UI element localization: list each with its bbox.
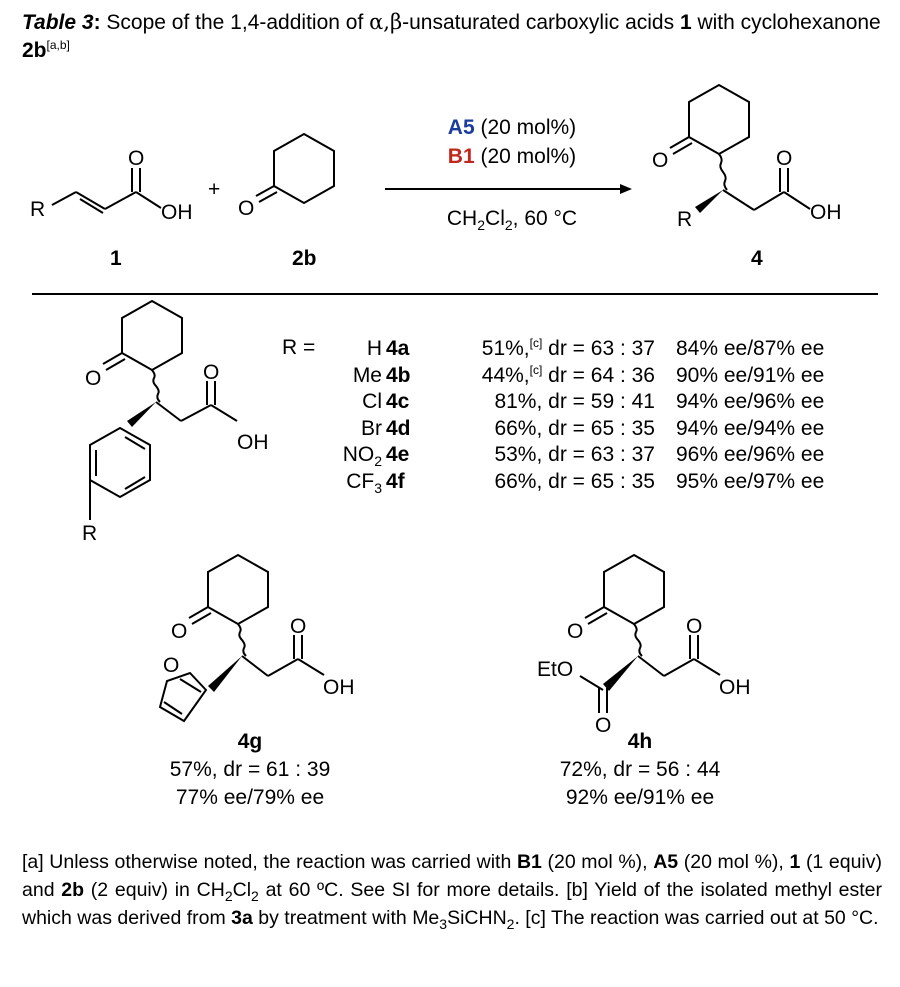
compound-label-4h: 4h [627, 730, 653, 753]
catalyst-a-line: A5 (20 mol%) [447, 116, 577, 139]
atom-oh: OH [161, 201, 193, 224]
compound-label-4: 4 [751, 247, 763, 270]
catalyst-b-line: B1 (20 mol%) [447, 145, 577, 168]
yield-dr-4h: 72%, dr = 56 : 44 [559, 758, 721, 781]
atom-eto: EtO [537, 658, 573, 681]
footnote: [a] Unless otherwise noted, the reaction… [22, 851, 883, 932]
atom-r: R [30, 198, 45, 221]
r-prefix: R = [282, 336, 316, 359]
atom-o: O [595, 714, 611, 737]
atom-o: O [171, 620, 187, 643]
atom-o: O [85, 367, 101, 390]
alpha-beta-symbol: α,β [369, 10, 403, 34]
table-label: Table 3 [22, 11, 94, 34]
stereo-wedge [603, 656, 638, 691]
atom-r: R [82, 522, 97, 545]
solvent-line: CH2Cl2, 60 °C [446, 207, 578, 234]
atom-oh: OH [323, 676, 355, 699]
ee-4g: 77% ee/79% ee [175, 786, 325, 809]
yield-dr-4g: 57%, dr = 61 : 39 [169, 758, 331, 781]
result-4h: 4h 72%, dr = 56 : 44 92% ee/91% ee [540, 728, 740, 812]
atom-o: O [238, 197, 254, 220]
atom-r: R [677, 208, 692, 231]
atom-o: O [203, 361, 219, 384]
table-caption: Table 3: Scope of the 1,4-addition of α,… [22, 10, 881, 62]
atom-o: O [128, 147, 144, 170]
compound-label-4g: 4g [237, 730, 263, 753]
atom-o: O [652, 149, 668, 172]
atom-o: O [686, 615, 702, 638]
result-4g: 4g 57%, dr = 61 : 39 77% ee/79% ee [150, 728, 350, 812]
stereo-wedge [127, 402, 156, 427]
atom-o: O [290, 615, 306, 638]
compound-label-1: 1 [110, 247, 122, 270]
ee-4h: 92% ee/91% ee [565, 786, 715, 809]
plus-sign: + [208, 178, 220, 201]
atom-o: O [776, 147, 792, 170]
stereo-wedge [695, 190, 723, 213]
atom-o-furan: O [163, 654, 179, 677]
atom-oh: OH [237, 431, 269, 454]
atom-o: O [567, 620, 583, 643]
stereo-wedge [208, 656, 242, 692]
compound-label-2b: 2b [292, 247, 317, 270]
atom-oh: OH [810, 201, 842, 224]
atom-oh: OH [719, 676, 751, 699]
